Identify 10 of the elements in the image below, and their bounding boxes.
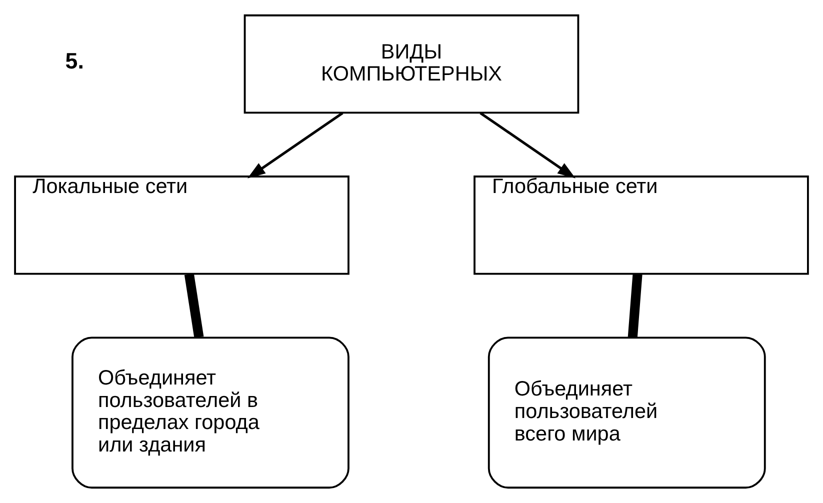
- node-box: Объединяет пользователей в пределах города или здания: [72, 336, 350, 489]
- node-box: ВИДЫ КОМПЬЮТЕРНЫХ: [244, 14, 580, 114]
- node-box: Глобальные сети: [474, 176, 809, 275]
- label: 5.: [65, 48, 84, 74]
- node-box: Объединяет пользователей всего мира: [488, 336, 766, 489]
- node-box: Локальные сети: [14, 176, 350, 275]
- arrow: [247, 112, 344, 178]
- arrow: [480, 112, 576, 178]
- connector: [628, 274, 642, 338]
- connector: [184, 273, 204, 338]
